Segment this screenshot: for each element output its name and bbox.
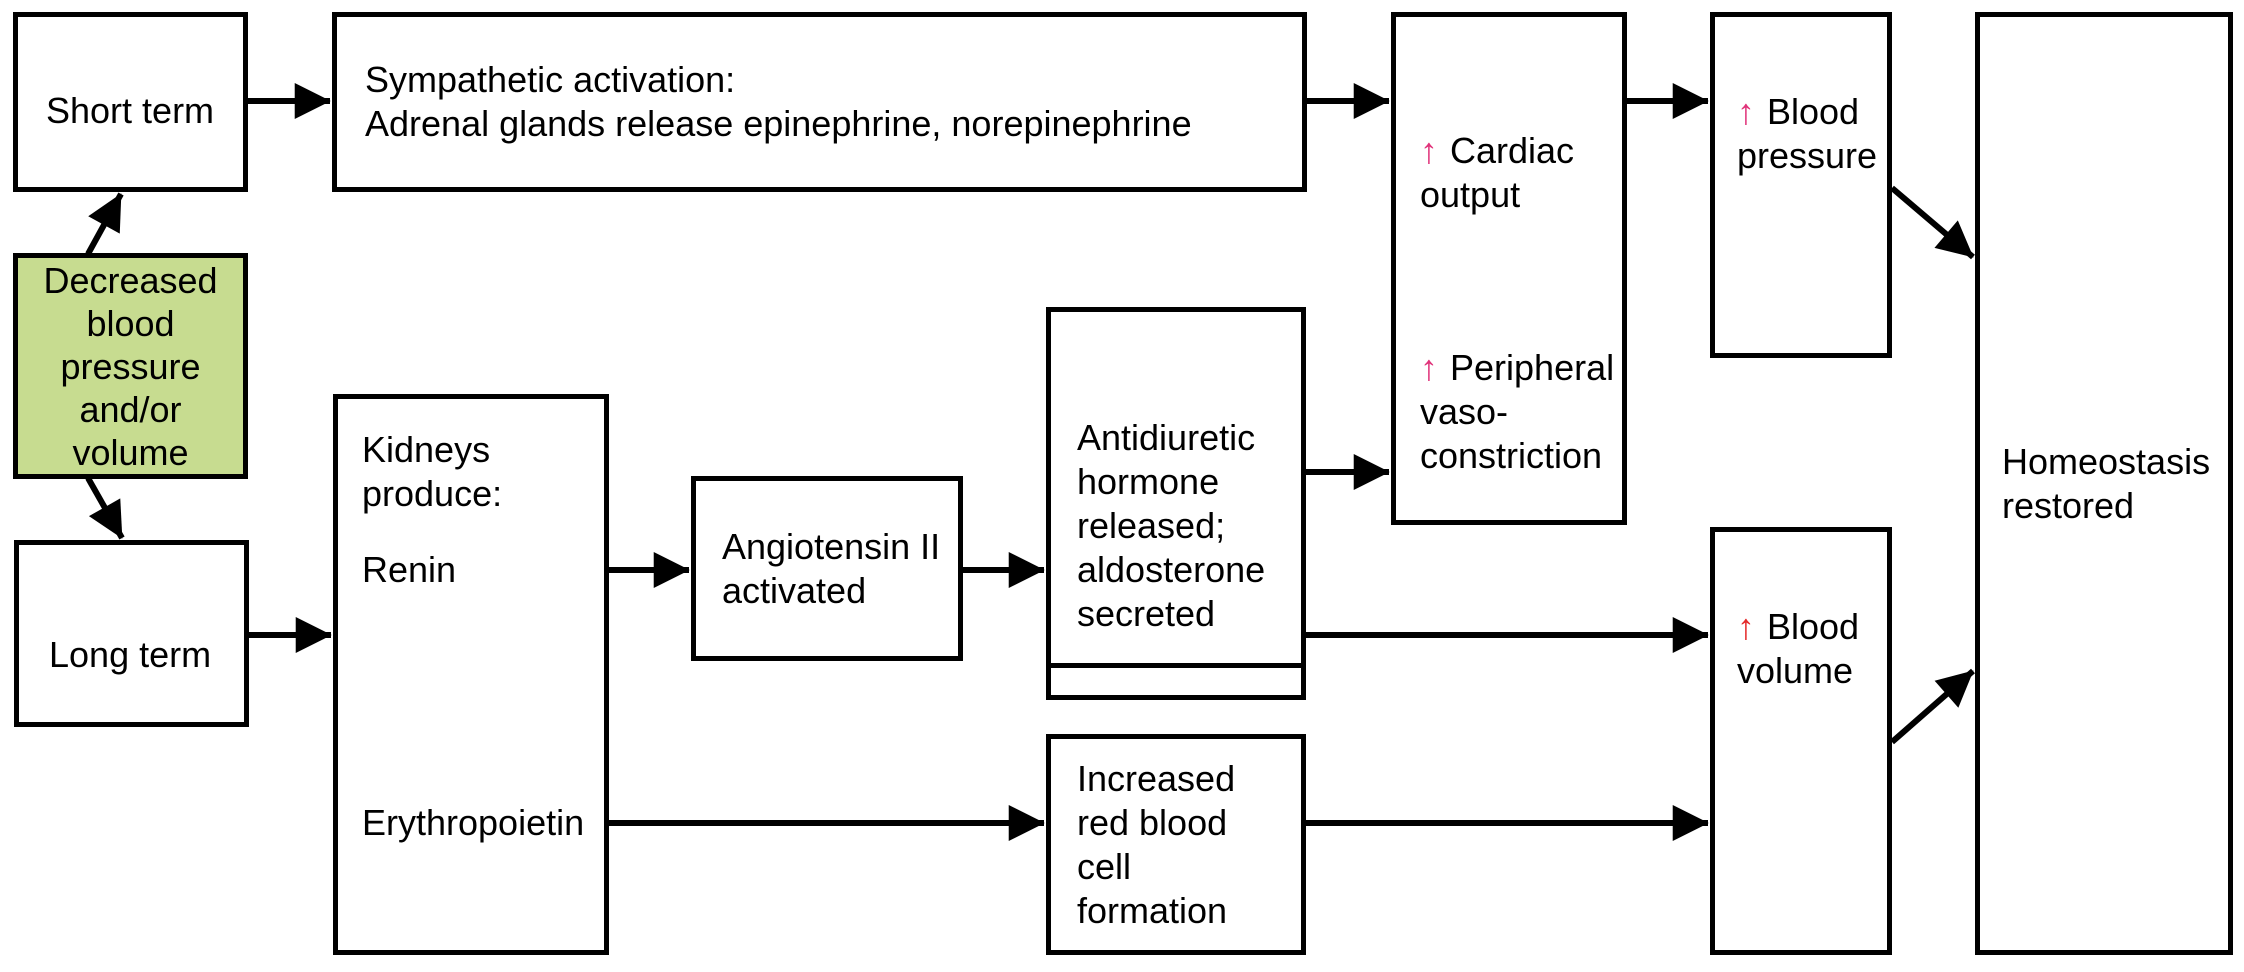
homeostasis-restored-label: Homeostasis restored <box>2002 440 2211 526</box>
decreased-bp-volume-label: Decreased blood pressure and/or volume <box>43 259 218 473</box>
cardiac-output-entry: ↑Cardiac output <box>1420 85 1622 217</box>
renin-label: Renin <box>362 549 457 590</box>
short-term-box: Short term <box>13 12 248 192</box>
adh-section: Antidiuretic hormone released; aldostero… <box>1051 356 1301 634</box>
peripheral-vasoconstriction-label: Peripheral vaso- constriction <box>1420 347 1615 476</box>
kidneys-produce-box: Kidneys produce: Renin Erythropoietin <box>333 394 609 955</box>
blood-pressure-box: ↑Blood pressure <box>1710 12 1892 358</box>
erythropoietin-label: Erythropoietin <box>362 802 585 843</box>
peripheral-vasoconstriction-entry: ↑Peripheral vaso- constriction <box>1420 302 1622 478</box>
adh-label: Antidiuretic hormone released; aldostero… <box>1077 417 1266 634</box>
long-term-label: Long term <box>49 634 212 675</box>
up-arrow-icon: ↑ <box>1420 130 1438 171</box>
rbc-formation-label: Increased red blood cell formation <box>1077 757 1236 931</box>
arrow-blood-volume-to-homeostasis <box>1890 668 1975 745</box>
angiotensin-label: Angiotensin II activated <box>722 525 941 611</box>
arrow-blood-pressure-to-homeostasis <box>1890 185 1975 260</box>
cardiac-output-label: Cardiac output <box>1420 130 1575 215</box>
homeostasis-restored-box: Homeostasis restored <box>1975 12 2233 955</box>
arrow-decreased-to-long-term <box>85 476 125 540</box>
rbc-formation-box: Increased red blood cell formation <box>1046 734 1306 955</box>
kidneys-produce-heading: Kidneys produce: <box>362 429 503 514</box>
up-arrow-icon: ↑ <box>1737 606 1755 647</box>
up-arrow-icon: ↑ <box>1420 347 1438 388</box>
sympathetic-activation-box: Sympathetic activation: Adrenal glands r… <box>332 12 1307 192</box>
up-arrow-icon: ↑ <box>1737 91 1755 132</box>
arrow-decreased-to-short-term <box>85 192 124 256</box>
blood-pressure-label: Blood pressure <box>1737 91 1878 176</box>
decreased-bp-volume-box: Decreased blood pressure and/or volume <box>13 253 248 479</box>
blood-volume-label: Blood volume <box>1737 606 1860 691</box>
blood-volume-box: ↑Blood volume <box>1710 527 1892 955</box>
cardiac-output-box: ↑Cardiac output ↑Peripheral vaso- constr… <box>1391 12 1627 525</box>
angiotensin-box: Angiotensin II activated <box>691 476 963 661</box>
sympathetic-activation-label: Sympathetic activation: Adrenal glands r… <box>365 59 1192 144</box>
adh-thirst-box: Antidiuretic hormone released; aldostero… <box>1046 307 1306 812</box>
long-term-box: Long term <box>14 540 249 727</box>
short-term-label: Short term <box>46 90 215 131</box>
